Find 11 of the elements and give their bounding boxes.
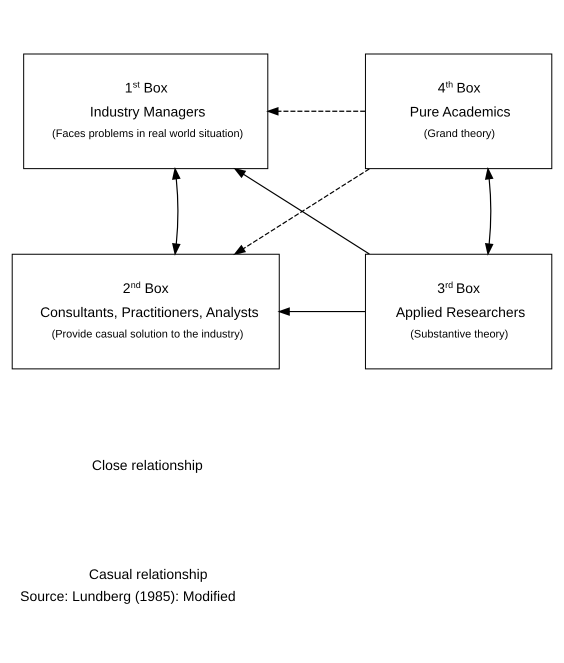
arrow [172, 167, 181, 256]
node-box: 1$^{st}$ Box Industry Managers (Faces problems in real world situation) [23, 53, 268, 170]
node-box: 4$^{th}$ Box Pure Academics (Grand theory) [364, 53, 552, 170]
arrow [277, 307, 366, 316]
arrow [266, 106, 366, 116]
node-box: 3$^{rd}$ Box Applied Researchers (Substantive theory) [364, 254, 552, 370]
legend-label: Close relationship [92, 457, 203, 474]
caption: Source: Lundberg (1985): Modified [20, 588, 236, 604]
node-box: 2$^{nd}$ Box Consultants, Practitioners, Analysts (Provide casual solution to the industry) [12, 254, 280, 370]
legend-label: Casual relationship [88, 566, 208, 582]
arrow [484, 167, 494, 256]
